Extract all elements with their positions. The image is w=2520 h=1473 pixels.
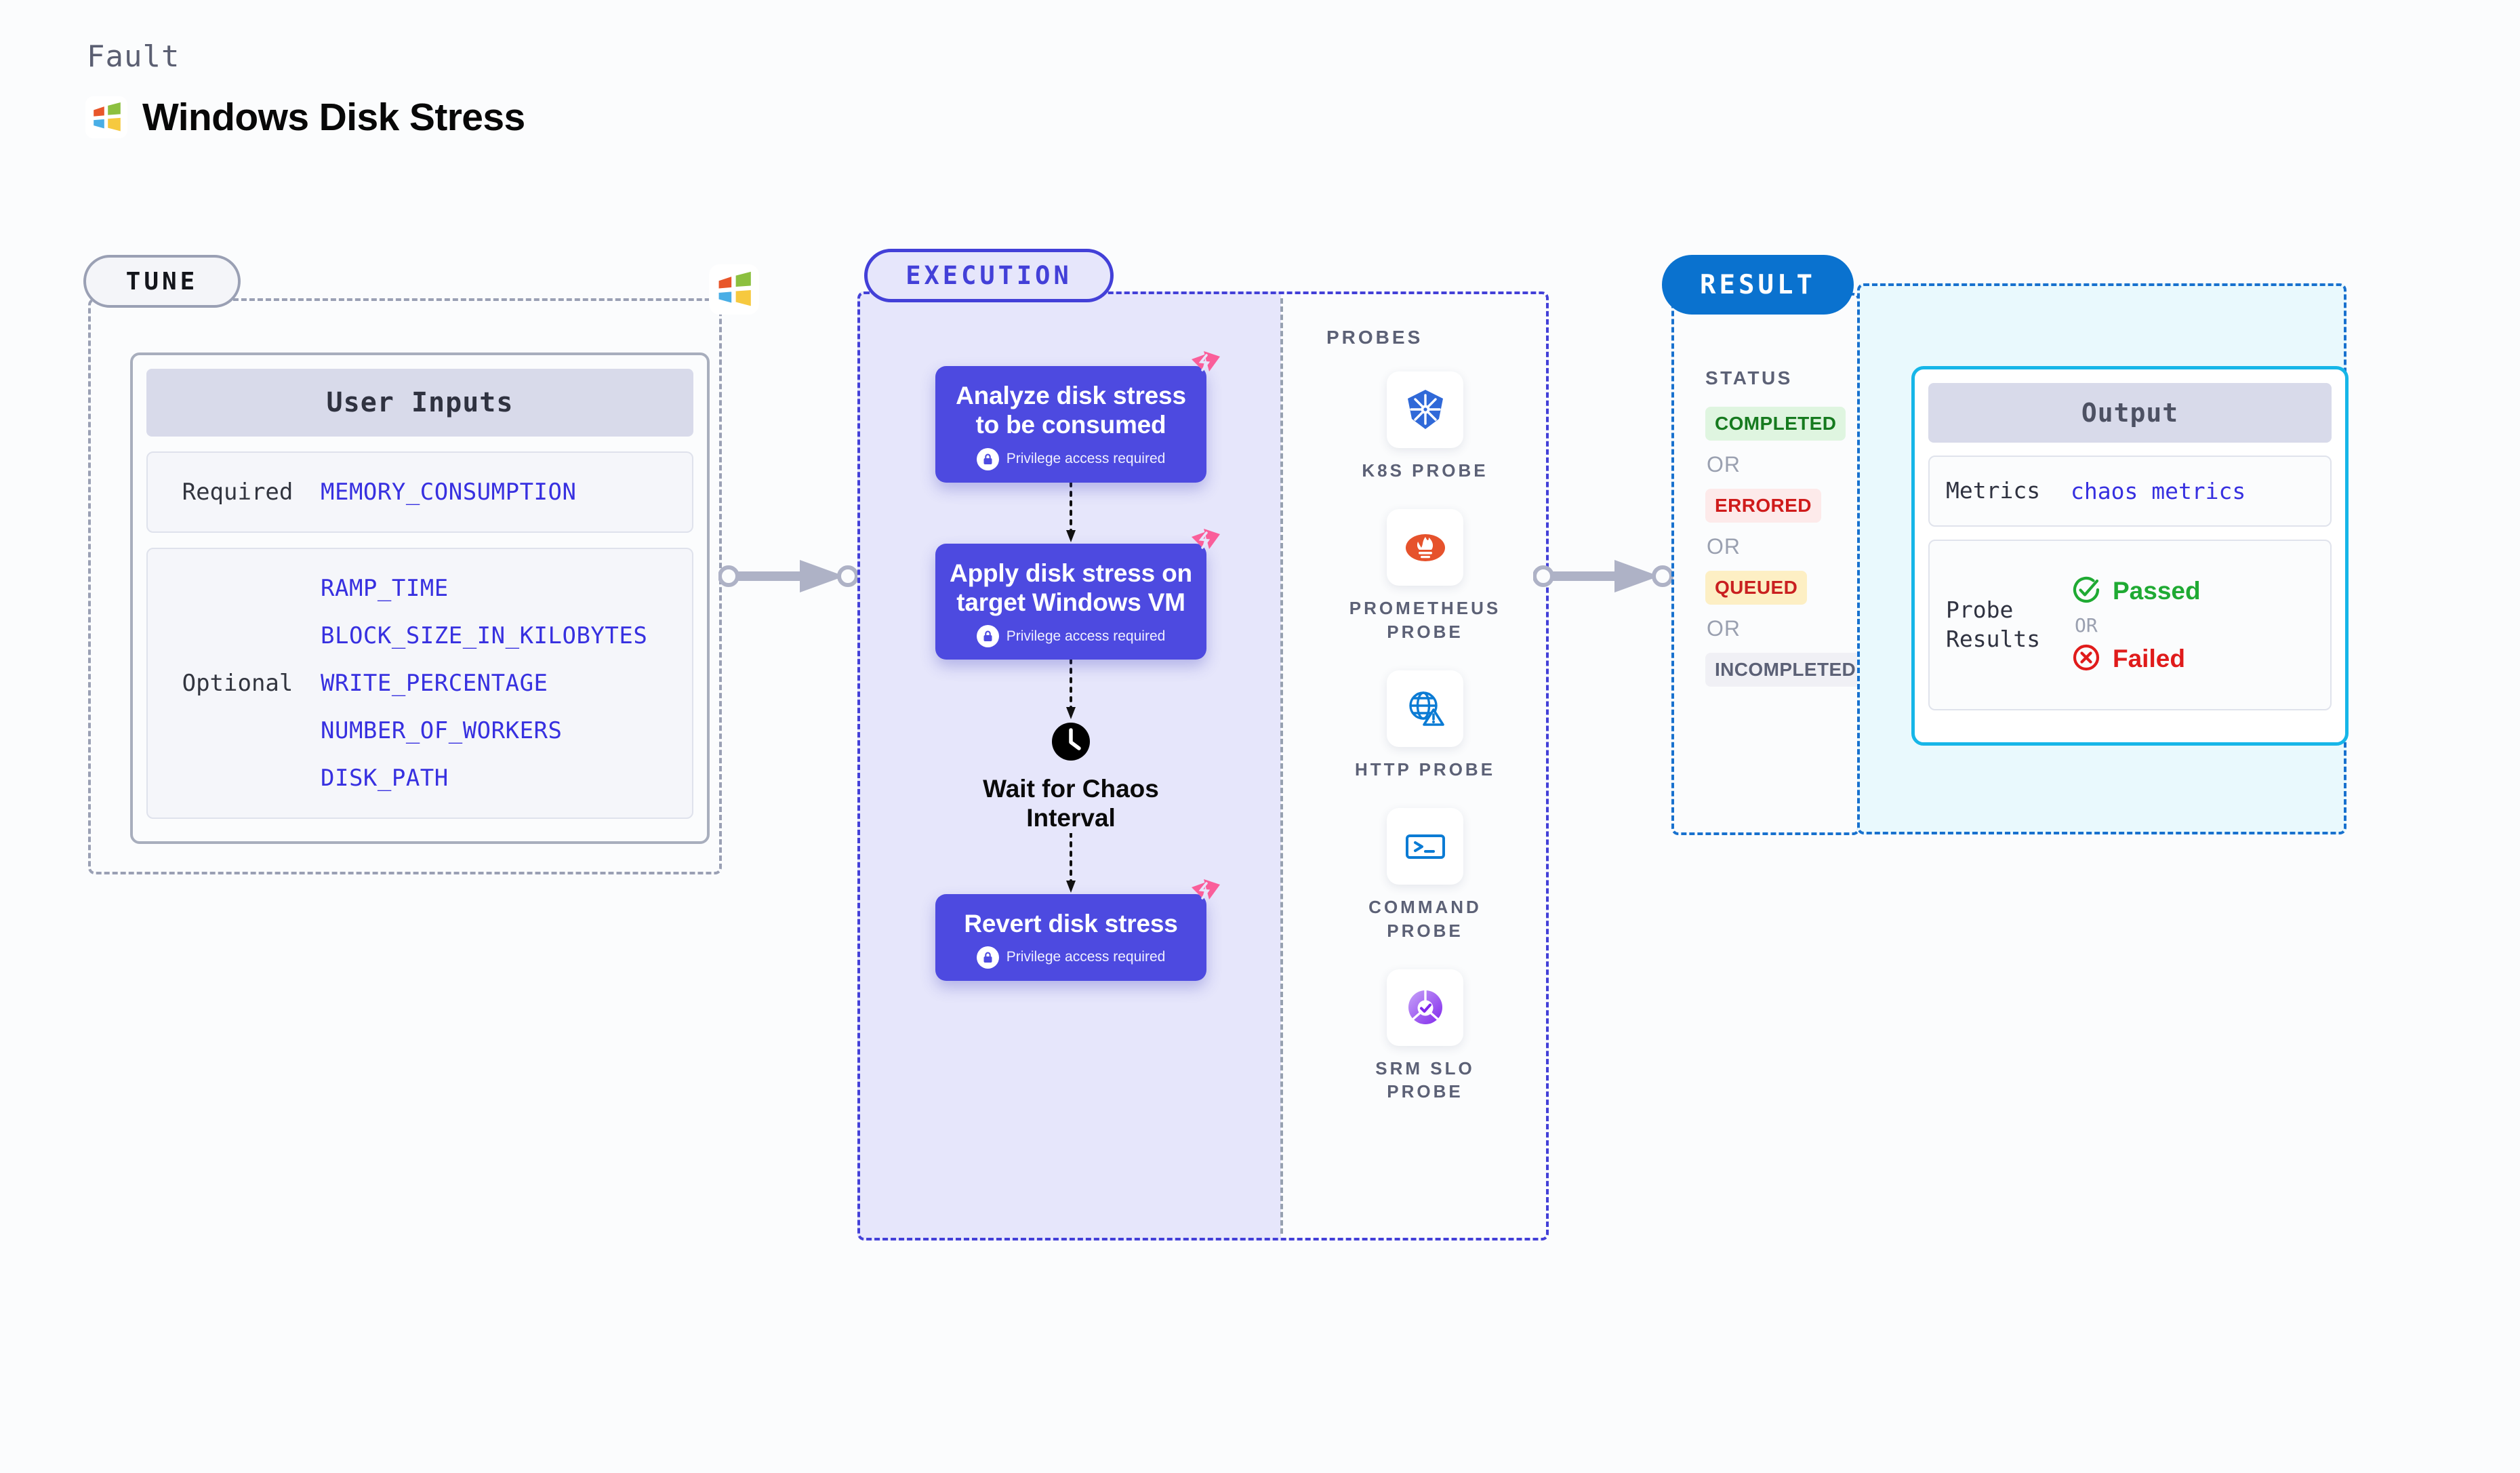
output-title: Output <box>1928 383 2332 443</box>
user-inputs-title: User Inputs <box>146 369 693 437</box>
verdict-or: OR <box>2075 613 2098 637</box>
status-badge: COMPLETED <box>1705 407 1846 441</box>
probe-name: SRM SLO PROBE <box>1375 1057 1475 1102</box>
metrics-row: Metrics chaos metrics <box>1928 456 2332 527</box>
status-or: OR <box>1707 534 1741 559</box>
verdict-failed: Failed <box>2071 642 2201 677</box>
required-label: Required <box>182 479 293 506</box>
execution-flow: Analyze disk stress to be consumed Privi… <box>935 351 1220 981</box>
execution-step[interactable]: Analyze disk stress to be consumed Privi… <box>935 351 1220 483</box>
output-stage: Output Metrics chaos metrics Probe Resul… <box>1857 283 2349 834</box>
probe-item[interactable]: PROMETHEUS PROBE <box>1341 509 1510 643</box>
status-or: OR <box>1707 452 1741 477</box>
user-inputs-card: User Inputs Required MEMORY_CONSUMPTION … <box>130 352 710 844</box>
required-inputs-section: Required MEMORY_CONSUMPTION <box>146 451 693 533</box>
probe-name: K8S PROBE <box>1362 460 1488 481</box>
link-execution-to-result <box>1532 556 1675 600</box>
wait-node: Wait for Chaos Interval <box>935 721 1206 833</box>
fault-marker-icon <box>1186 522 1225 565</box>
probe-verdicts: Passed OR Failed <box>2071 574 2201 677</box>
fault-eyebrow: Fault <box>87 39 180 74</box>
verdict-passed-text: Passed <box>2113 577 2201 605</box>
privilege-note: Privilege access required <box>948 447 1194 470</box>
probes-title: PROBES <box>1326 327 1423 348</box>
verdict-failed-text: Failed <box>2113 645 2185 672</box>
srm-slo-icon <box>1387 969 1463 1046</box>
clock-icon <box>1050 721 1092 766</box>
input-name[interactable]: MEMORY_CONSUMPTION <box>321 479 577 506</box>
execution-step[interactable]: Revert disk stress Privilege access requ… <box>935 879 1220 981</box>
probes-list: K8S PROBE PROMETHEUS PROBE <box>1305 371 1545 1104</box>
execution-probes-divider <box>1280 298 1283 1234</box>
output-card: Output Metrics chaos metrics Probe Resul… <box>1911 366 2349 746</box>
page-title: Windows Disk Stress <box>142 96 525 139</box>
input-name[interactable]: RAMP_TIME <box>321 575 449 602</box>
optional-inputs-section: Optional RAMP_TIME BLOCK_SIZE_IN_KILOBYT… <box>146 548 693 819</box>
status-badge: QUEUED <box>1705 571 1808 605</box>
probe-results-label: Probe Results <box>1946 597 2041 652</box>
fault-marker-icon <box>1186 872 1225 915</box>
probe-results-row: Probe Results Passed OR <box>1928 540 2332 710</box>
input-name[interactable]: WRITE_PERCENTAGE <box>321 670 548 697</box>
execution-stage: EXECUTION Analyze disk stress to be cons… <box>857 249 1549 1240</box>
probe-item[interactable]: SRM SLO PROBE <box>1341 969 1510 1104</box>
flow-connector <box>935 660 1206 721</box>
flow-connector <box>935 482 1206 544</box>
execution-step-title: Revert disk stress <box>964 909 1178 937</box>
status-list: COMPLETED OR ERRORED OR QUEUED OR INCOMP… <box>1705 407 1866 687</box>
probe-item[interactable]: COMMAND PROBE <box>1341 808 1510 942</box>
verdict-passed: Passed <box>2071 574 2201 609</box>
link-tune-to-execution <box>718 556 861 600</box>
privilege-note: Privilege access required <box>948 946 1194 969</box>
privilege-note-text: Privilege access required <box>1006 949 1166 965</box>
tune-stage-border <box>88 298 722 874</box>
terminal-icon <box>1387 808 1463 885</box>
execution-stage-label[interactable]: EXECUTION <box>864 249 1114 302</box>
result-stage-label[interactable]: RESULT <box>1662 255 1854 315</box>
input-name[interactable]: DISK_PATH <box>321 765 449 792</box>
result-stage: RESULT STATUS COMPLETED OR ERRORED OR QU… <box>1662 255 1866 835</box>
required-values: MEMORY_CONSUMPTION <box>321 479 576 506</box>
execution-step[interactable]: Apply disk stress on target Windows VM P… <box>935 528 1220 660</box>
tune-stage-label[interactable]: TUNE <box>83 255 241 308</box>
check-circle-icon <box>2071 574 2102 609</box>
lock-icon <box>976 946 999 969</box>
probe-name: COMMAND PROBE <box>1368 897 1482 941</box>
privilege-note: Privilege access required <box>948 625 1194 648</box>
lock-icon <box>976 625 999 648</box>
prometheus-icon <box>1387 509 1463 586</box>
execution-step-title: Analyze disk stress to be consumed <box>956 382 1186 439</box>
page-title-row: Windows Disk Stress <box>85 95 525 140</box>
probe-name: PROMETHEUS PROBE <box>1349 598 1501 642</box>
privilege-note-text: Privilege access required <box>1006 628 1166 644</box>
status-or: OR <box>1707 616 1741 641</box>
probe-item[interactable]: HTTP PROBE <box>1341 670 1510 781</box>
execution-stage-border <box>857 291 1549 1240</box>
x-circle-icon <box>2071 642 2102 677</box>
probe-name: HTTP PROBE <box>1354 759 1496 780</box>
optional-values: RAMP_TIME BLOCK_SIZE_IN_KILOBYTES WRITE_… <box>321 575 647 792</box>
input-name[interactable]: NUMBER_OF_WORKERS <box>321 717 563 744</box>
optional-label: Optional <box>182 670 293 697</box>
status-title: STATUS <box>1705 367 1793 388</box>
metrics-value[interactable]: chaos metrics <box>2071 478 2246 504</box>
probes-panel: PROBES <box>1305 291 1545 1240</box>
input-name[interactable]: BLOCK_SIZE_IN_KILOBYTES <box>321 622 648 649</box>
status-badge: INCOMPLETED <box>1705 653 1866 687</box>
wait-node-label: Wait for Chaos Interval <box>983 775 1159 832</box>
probe-item[interactable]: K8S PROBE <box>1341 371 1510 482</box>
kubernetes-icon <box>1387 371 1463 448</box>
http-globe-warning-icon <box>1387 670 1463 747</box>
flow-connector <box>935 832 1206 894</box>
windows-logo-icon <box>85 96 127 138</box>
windows-logo-badge-icon <box>709 264 759 315</box>
fault-marker-icon <box>1186 344 1225 387</box>
tune-stage: TUNE User Inputs Required MEMORY_CONSUMP… <box>83 255 759 874</box>
lock-icon <box>976 447 999 470</box>
status-badge: ERRORED <box>1705 489 1821 523</box>
execution-step-title: Apply disk stress on target Windows VM <box>950 559 1192 616</box>
privilege-note-text: Privilege access required <box>1006 451 1166 467</box>
metrics-label: Metrics <box>1946 477 2041 504</box>
